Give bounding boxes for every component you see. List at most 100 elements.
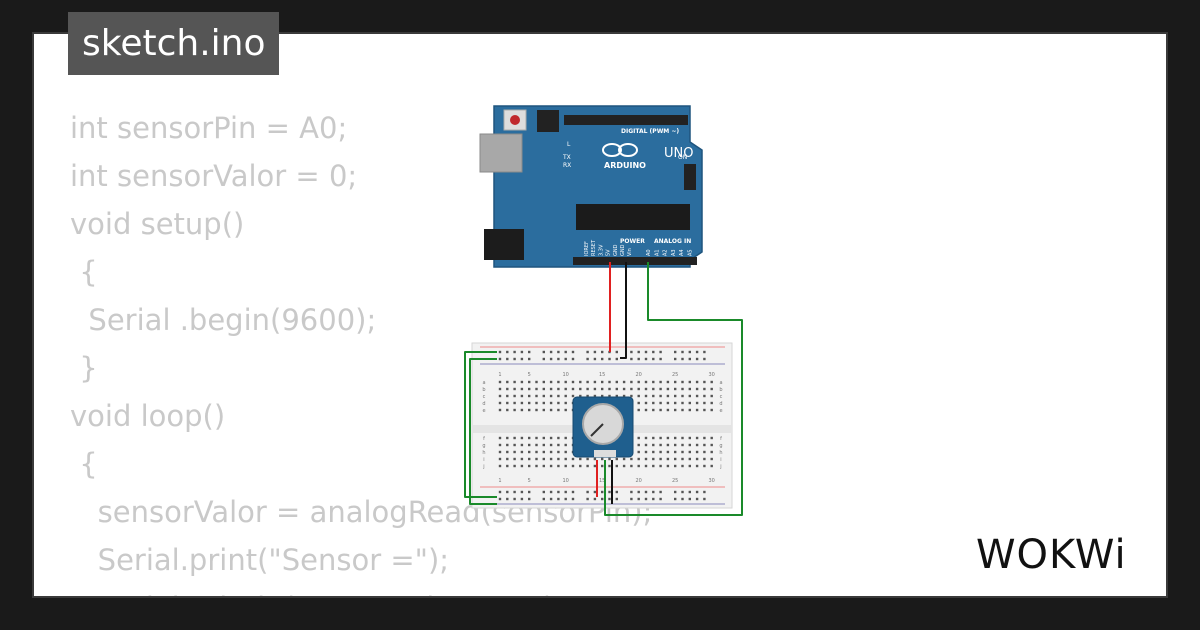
power-pin-label: RESET — [591, 239, 597, 256]
row-letter: g — [482, 443, 485, 449]
breadboard-hole — [688, 443, 691, 447]
rail-hole — [498, 497, 502, 501]
row-letter: i — [483, 457, 484, 463]
breadboard-hole — [695, 457, 699, 461]
breadboard-hole — [564, 387, 567, 391]
row-letter: h — [482, 450, 485, 456]
reset-button-cap — [510, 115, 520, 125]
rail-hole — [601, 497, 604, 501]
rail-hole — [506, 497, 509, 501]
rail-hole — [630, 350, 633, 354]
potentiometer[interactable] — [572, 396, 634, 458]
breadboard-hole — [557, 450, 560, 454]
breadboard-hole — [666, 380, 670, 384]
breadboard-hole — [644, 394, 648, 398]
breadboard-hole — [498, 380, 502, 384]
breadboard-hole — [498, 394, 502, 398]
breadboard-hole — [528, 394, 531, 398]
breadboard-hole — [498, 401, 502, 405]
breadboard-hole — [659, 408, 662, 412]
breadboard-hole — [542, 457, 545, 461]
breadboard-hole — [688, 380, 691, 384]
power-pin-label: GND — [620, 244, 626, 256]
usb-connector — [479, 133, 523, 173]
row-letter: a — [482, 380, 485, 386]
breadboard-hole — [659, 443, 662, 447]
rail-hole — [593, 490, 597, 494]
rail-hole — [652, 357, 655, 361]
breadboard-hole — [681, 450, 684, 454]
column-number: 30 — [709, 372, 715, 378]
breadboard-hole — [695, 387, 699, 391]
row-letter: j — [482, 464, 484, 470]
rail-hole — [586, 350, 589, 354]
breadboard-hole — [520, 387, 524, 391]
breadboard-hole — [506, 436, 509, 440]
breadboard-hole — [615, 380, 618, 384]
row-letter: h — [719, 450, 722, 456]
breadboard-hole — [652, 380, 655, 384]
breadboard-hole — [535, 394, 538, 398]
breadboard-hole — [535, 450, 538, 454]
breadboard-hole — [528, 457, 531, 461]
arduino-uno-board[interactable]: DIGITAL (PWM ~) ARDUINO UNO ON L TX RX P… — [479, 105, 703, 268]
breadboard-hole — [535, 457, 538, 461]
rail-hole — [608, 490, 611, 494]
wire-rail-plus-green — [464, 351, 497, 498]
rail-hole — [506, 357, 509, 361]
rail-hole — [571, 497, 575, 501]
column-number: 30 — [709, 478, 715, 484]
breadboard-hole — [571, 457, 575, 461]
rail-hole — [695, 490, 699, 494]
breadboard-hole — [622, 394, 626, 398]
rail-hole — [674, 490, 677, 494]
rail-hole — [659, 350, 662, 354]
breadboard-hole — [710, 436, 713, 440]
breadboard-hole — [549, 387, 553, 391]
breadboard-hole — [549, 457, 553, 461]
breadboard-hole — [644, 436, 648, 440]
breadboard-hole — [644, 380, 648, 384]
rail-hole — [557, 357, 560, 361]
rail-hole — [644, 357, 648, 361]
breadboard-hole — [710, 464, 713, 468]
breadboard-hole — [549, 464, 553, 468]
row-letter: j — [719, 464, 721, 470]
arduino-logo-text: ARDUINO — [604, 161, 646, 170]
rail-hole — [688, 350, 691, 354]
rail-hole — [615, 497, 618, 501]
breadboard-hole — [498, 436, 502, 440]
breadboard-hole — [674, 464, 677, 468]
rail-hole — [586, 497, 589, 501]
breadboard-hole — [710, 387, 713, 391]
power-pin-label: 5V — [606, 249, 612, 256]
column-number: 5 — [528, 372, 531, 378]
rail-hole — [593, 357, 597, 361]
breadboard-hole — [564, 464, 567, 468]
breadboard-hole — [615, 394, 618, 398]
breadboard-hole — [659, 457, 662, 461]
breadboard-hole — [630, 387, 633, 391]
breadboard-hole — [564, 436, 567, 440]
breadboard-hole — [564, 443, 567, 447]
breadboard-hole — [608, 387, 611, 391]
breadboard-hole — [542, 450, 545, 454]
rail-hole — [688, 357, 691, 361]
breadboard-hole — [579, 380, 582, 384]
rail-hole — [520, 357, 524, 361]
rail-hole — [549, 490, 553, 494]
rail-hole — [528, 357, 531, 361]
breadboard-hole — [513, 464, 516, 468]
rail-hole — [586, 357, 589, 361]
breadboard-hole — [579, 464, 582, 468]
breadboard-hole — [557, 394, 560, 398]
breadboard-hole — [520, 436, 524, 440]
breadboard-hole — [703, 394, 706, 398]
breadboard-hole — [644, 464, 648, 468]
rail-hole — [695, 497, 699, 501]
breadboard-hole — [688, 394, 691, 398]
atmega-chip — [576, 204, 690, 230]
breadboard-hole — [637, 380, 640, 384]
breadboard-hole — [688, 450, 691, 454]
